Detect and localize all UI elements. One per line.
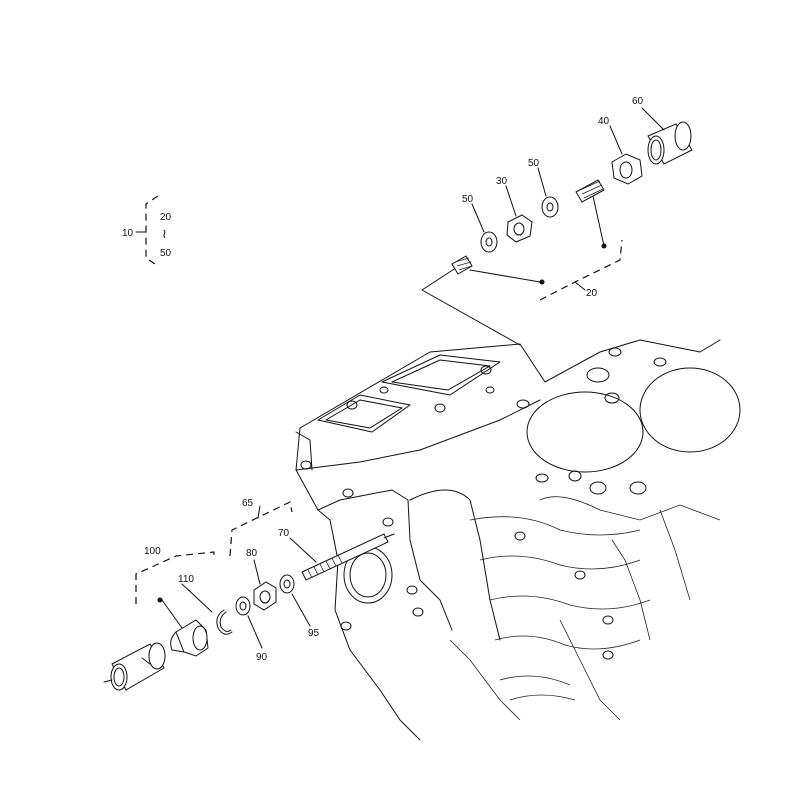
callout-30: 30 <box>496 176 508 187</box>
washer-90 <box>235 596 251 616</box>
group-20-bracket <box>539 239 623 301</box>
legend-range-symbol: ≀ <box>162 226 167 241</box>
washer-50-lower <box>480 231 498 253</box>
assembly-legend: 10 20 ≀ 50 <box>122 195 172 267</box>
group-100-bracket <box>135 551 215 604</box>
legend-range-from: 20 <box>160 212 172 223</box>
callout-20: 20 <box>586 288 598 299</box>
washer-50-upper <box>541 196 559 218</box>
sleeve-lower <box>103 642 166 691</box>
sleeve-60 <box>647 121 693 165</box>
callout-70: 70 <box>278 528 290 539</box>
callout-100: 100 <box>144 546 161 557</box>
callout-50-upper: 50 <box>528 158 540 169</box>
cap-nut-40 <box>611 153 643 185</box>
callout-50-lower: 50 <box>462 194 474 205</box>
callout-90: 90 <box>256 652 268 663</box>
callout-110: 110 <box>178 574 194 585</box>
callout-40: 40 <box>598 116 610 127</box>
stud-upper-left <box>451 255 473 275</box>
snap-ring-110 <box>216 609 233 635</box>
stud-upper-right <box>575 179 605 203</box>
group-65-bracket <box>229 501 293 557</box>
washer-95 <box>279 574 295 594</box>
callout-60: 60 <box>632 96 644 107</box>
group-100-dot <box>157 597 163 603</box>
legend-main-label: 10 <box>122 228 134 239</box>
upper-leader-line <box>421 263 521 346</box>
nut-30 <box>506 214 533 243</box>
callout-65: 65 <box>242 498 254 509</box>
rod-70 <box>301 533 395 581</box>
callout-80: 80 <box>246 548 258 559</box>
nut-80 <box>253 581 277 611</box>
legend-range-to: 50 <box>160 248 172 259</box>
upper-assembly: 60 40 50 30 50 20 <box>421 96 693 346</box>
lower-assembly: 65 70 80 100 110 90 95 <box>103 498 395 691</box>
engine-block <box>295 339 741 741</box>
callout-95: 95 <box>308 628 320 639</box>
cap-100 <box>170 619 209 657</box>
group-20-dot-1 <box>539 279 545 285</box>
